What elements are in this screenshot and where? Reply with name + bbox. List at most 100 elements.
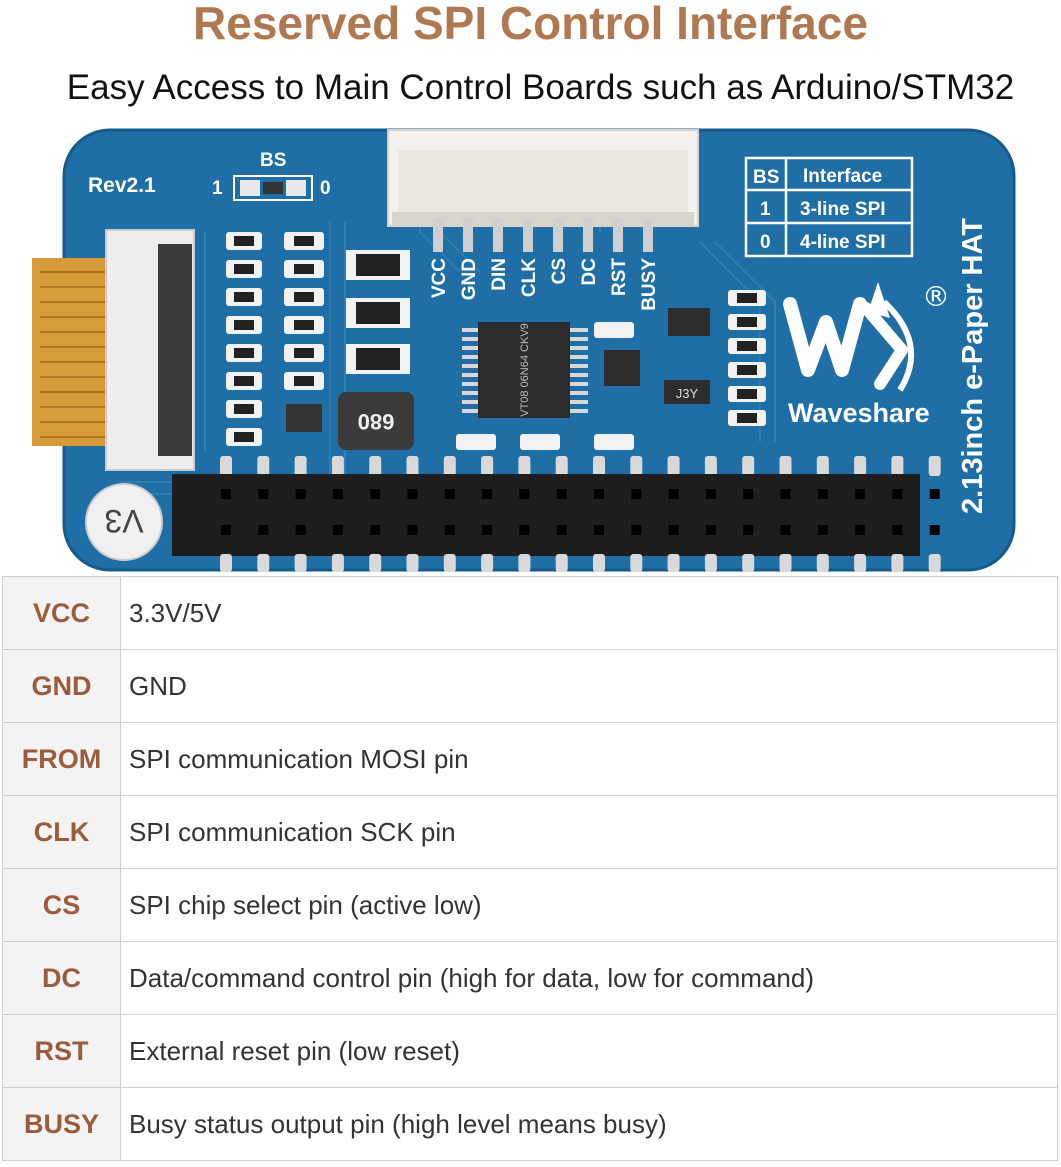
connector-pin-label: CS [549, 258, 570, 284]
driver-chip: VT08 06N64 CKV9 [462, 322, 588, 418]
pin-name-cell: GND [2, 649, 121, 723]
bs-table-row1-bs: 1 [760, 199, 771, 220]
header-pin [630, 456, 643, 476]
header-hole [332, 489, 343, 499]
version-badge: V3 [85, 483, 163, 561]
chip-leg [462, 373, 480, 377]
chip-leg [570, 337, 588, 341]
header-pin [630, 554, 643, 572]
header-hole [631, 525, 642, 535]
header-hole [743, 525, 754, 535]
registered-mark: ® [922, 280, 950, 313]
chip-leg [462, 364, 480, 368]
page-subtitle: Easy Access to Main Control Boards such … [66, 68, 1015, 107]
header-hole [407, 489, 418, 499]
pin-description-cell: Data/command control pin (high for data,… [120, 941, 1058, 1015]
connector-pin [493, 218, 503, 252]
connector-pin [553, 218, 563, 252]
chip-leg [462, 409, 480, 413]
pin-name-cell: DC [2, 941, 121, 1015]
rev-label: Rev2.1 [88, 174, 156, 197]
header-pin [854, 554, 867, 572]
diodes [346, 250, 410, 374]
chip-leg [570, 373, 588, 377]
header-hole [817, 525, 828, 535]
header-hole [444, 525, 455, 535]
connector-pin [463, 218, 473, 252]
header-pin [593, 456, 605, 476]
header-hole [258, 525, 269, 535]
connector-pin-label: CLK [519, 258, 540, 297]
header-pin [891, 456, 904, 476]
header-hole [631, 489, 642, 499]
bs-jumper-one: 1 [212, 178, 223, 199]
bs-table-row2-interface: 4-line SPI [800, 232, 886, 253]
chip-leg [570, 346, 588, 350]
header-hole [594, 489, 604, 499]
header-pin [928, 554, 941, 572]
header-hole [519, 489, 530, 499]
header-pin [369, 456, 382, 476]
header-pin [816, 456, 829, 476]
header-hole [780, 489, 791, 499]
chip-leg [462, 346, 480, 350]
pin-description-cell: SPI communication SCK pin [120, 795, 1058, 869]
resistor-array-far-right [456, 290, 766, 450]
header-hole [332, 525, 343, 535]
chip-leg [462, 337, 480, 341]
header-pin [481, 554, 494, 572]
header-pin [406, 456, 419, 476]
page-title: Reserved SPI Control Interface [193, 0, 868, 49]
brand-name: Waveshare [788, 398, 930, 428]
header-hole [221, 489, 231, 499]
small-ic [286, 404, 322, 432]
resistor-array-left [226, 232, 262, 446]
chip-leg [570, 328, 588, 332]
header-hole [482, 489, 493, 499]
connector-pin-label: DIN [489, 258, 510, 291]
header-hole [892, 489, 903, 499]
inductor: 680 [338, 392, 414, 450]
header-hole [817, 489, 828, 499]
header-hole [705, 525, 716, 535]
header-hole [929, 525, 940, 535]
header-hole [855, 525, 866, 535]
chip-leg [570, 409, 588, 413]
header-pin [816, 554, 829, 572]
header-hole [556, 525, 567, 535]
header-hole [892, 525, 903, 535]
pin-name-cell: RST [2, 1014, 121, 1088]
header-pin [331, 554, 344, 572]
header-hole [780, 525, 791, 535]
product-name: 2.13inch e-Paper HAT [957, 218, 989, 514]
header-hole [743, 489, 754, 499]
header-pin [369, 554, 382, 572]
header-pin [257, 554, 270, 572]
transistor-label: J3Y [676, 386, 699, 401]
fpc-ribbon [32, 229, 195, 471]
connector-pin-label: RST [609, 258, 630, 296]
inductor-label: 680 [358, 409, 395, 434]
bs-jumper-zero: 0 [320, 178, 331, 199]
header-hole [370, 525, 381, 535]
chip-label: VT08 06N64 CKV9 [519, 323, 531, 417]
chip-leg [570, 355, 588, 359]
connector-pin [523, 218, 533, 252]
header-pin [555, 554, 568, 572]
bs-table-header-bs: BS [753, 167, 779, 188]
chip-leg [570, 391, 588, 395]
bs-table-row2-bs: 0 [760, 232, 771, 253]
header-hole [855, 489, 866, 499]
pin-description-cell: GND [120, 649, 1058, 723]
header-pin [555, 456, 568, 476]
header-hole [221, 525, 231, 535]
pin-name-cell: BUSY [2, 1087, 121, 1161]
header-pin [928, 456, 941, 476]
connector-pin-label: BUSY [639, 258, 660, 311]
